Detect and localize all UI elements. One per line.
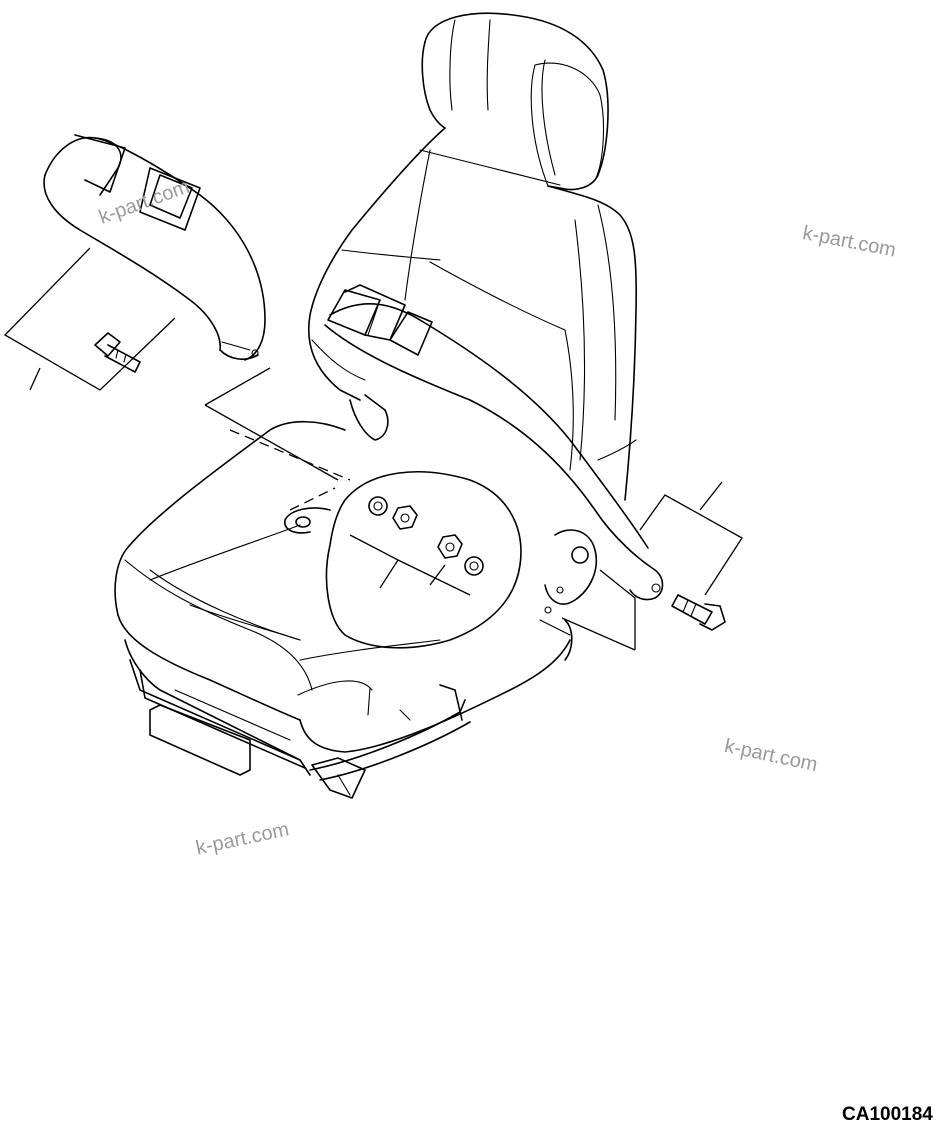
washer: [368, 496, 484, 576]
recliner-hinge: [349, 394, 597, 636]
figure-code: CA100184: [842, 1104, 933, 1125]
backrest: [308, 127, 637, 501]
bolt: [671, 594, 726, 631]
armrest: [43, 134, 266, 361]
leader-lines: [3, 247, 743, 651]
nut: [392, 505, 463, 559]
bolt: [94, 332, 141, 373]
side-cover: [284, 471, 522, 649]
seat-cushion: [114, 420, 571, 753]
seat-belt: [324, 284, 664, 601]
dashed-alignment-line: [229, 429, 351, 511]
headrest: [421, 12, 609, 191]
seat-base: [124, 619, 573, 799]
